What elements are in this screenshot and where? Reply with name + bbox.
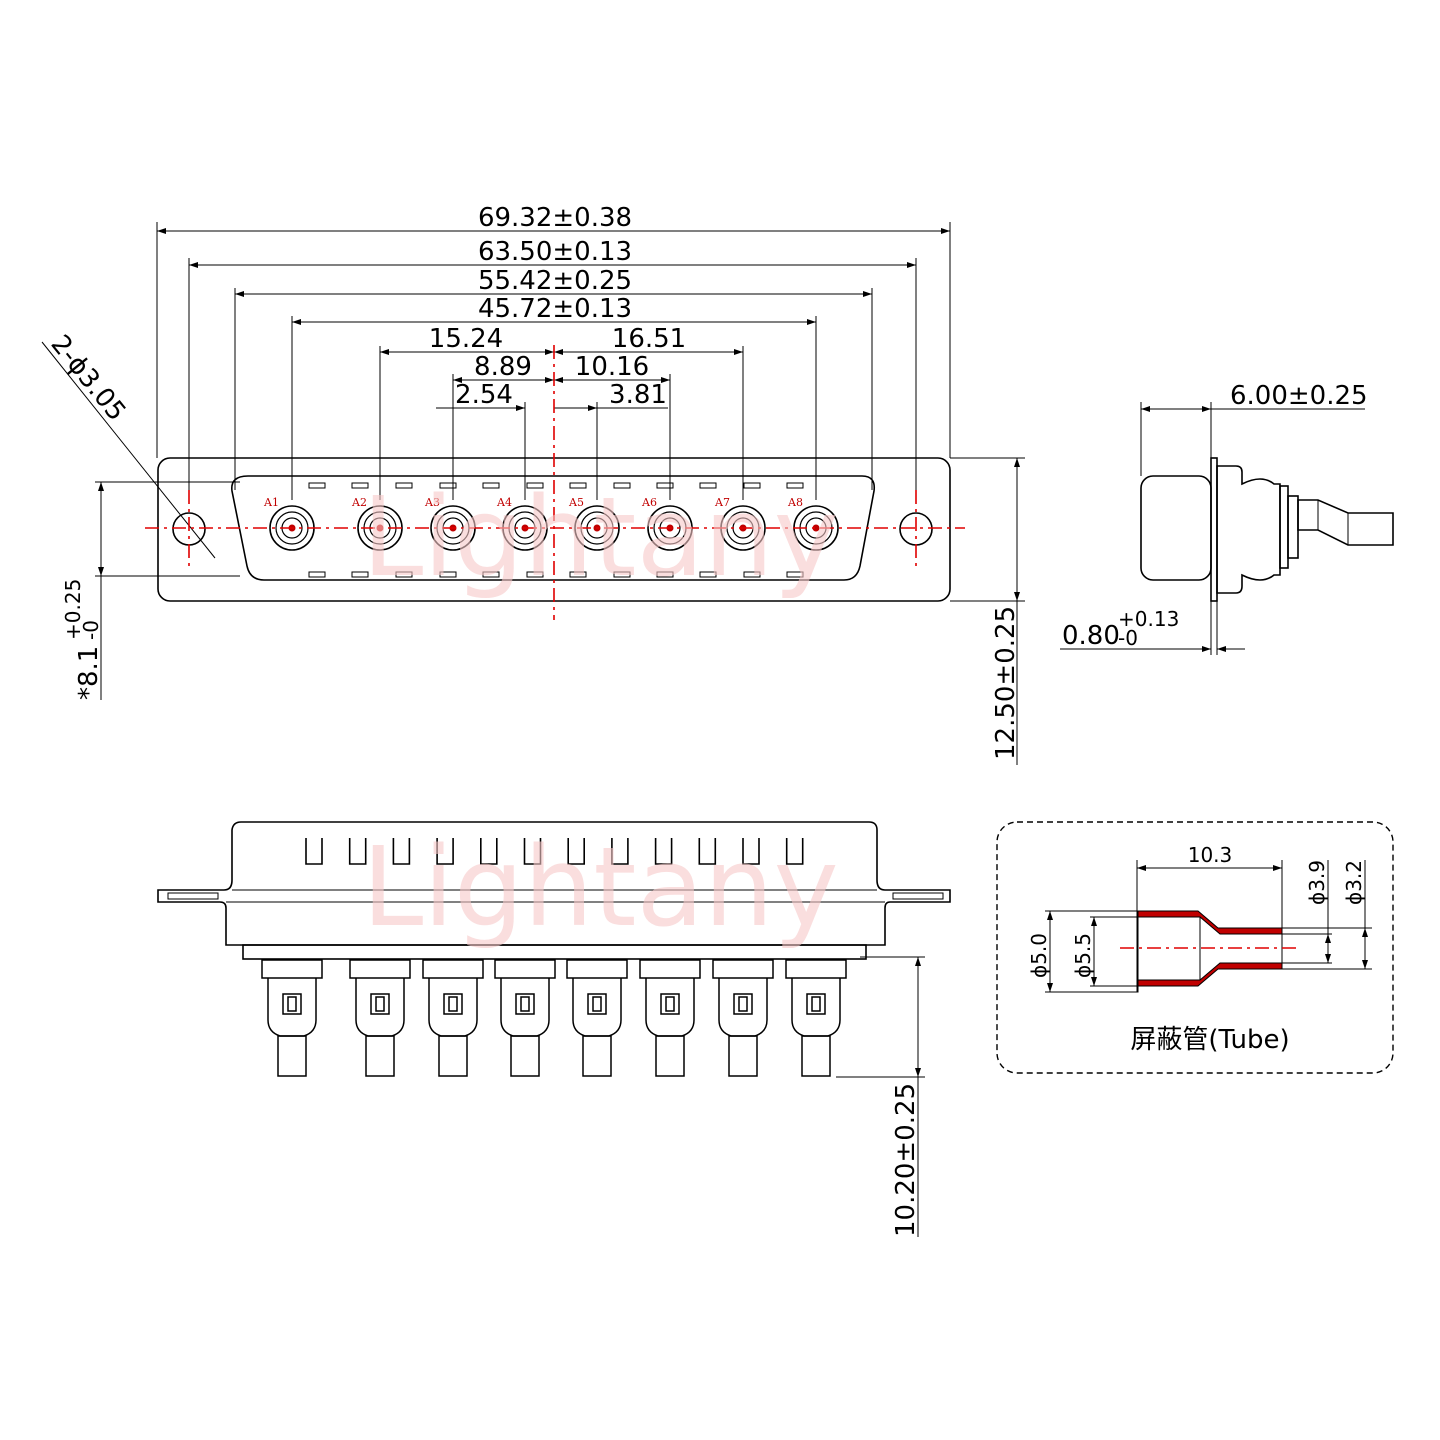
front-view: 69.32±0.38 63.50±0.13 55.42±0.25 45.72±0… xyxy=(41,203,1025,765)
side-shell xyxy=(1140,475,1212,581)
shell-slot xyxy=(305,838,323,865)
dim-pin-span: 45.72±0.13 xyxy=(478,294,632,324)
dim-height: 12.50±0.25 xyxy=(991,606,1021,760)
shell-slot xyxy=(348,838,367,865)
side-solder-cup xyxy=(1297,499,1394,546)
side-flange xyxy=(1210,457,1218,602)
bottom-pin xyxy=(566,959,628,1077)
shell-slot xyxy=(698,838,717,865)
bottom-pin xyxy=(494,959,556,1077)
tube-length: 10.3 xyxy=(1188,843,1233,867)
dim-holes: 2-ϕ3.05 xyxy=(45,330,132,427)
bottom-shell xyxy=(157,821,951,946)
shell-slot xyxy=(742,838,760,865)
pin-label: A2 xyxy=(351,496,367,509)
shell-slot xyxy=(567,838,585,865)
d-shell xyxy=(231,475,876,581)
tube-detail-frame xyxy=(996,821,1394,1074)
dim-left-mid: 8.89 xyxy=(474,352,532,382)
shell-slot xyxy=(523,838,542,865)
shell-slot xyxy=(785,838,804,865)
shell-slot xyxy=(611,838,629,865)
pin-contact: A8 xyxy=(787,496,839,551)
dim-left-inner: 2.54 xyxy=(455,380,513,410)
shell-slot xyxy=(480,838,498,865)
tube-d-outer-big: ϕ5.0 xyxy=(1027,933,1051,978)
side-insulator xyxy=(1216,465,1281,594)
dim-shell-height-tol-up: +0.25 xyxy=(61,579,85,640)
tube-d-inner-small: ϕ3.2 xyxy=(1342,860,1366,905)
shell-slot xyxy=(436,838,454,865)
dim-overall: 69.32±0.38 xyxy=(478,203,632,233)
tube-detail: 10.3 ϕ5.0 ϕ5.5 ϕ3.9 ϕ3.2 屏蔽管(Tube) xyxy=(996,821,1394,1074)
side-view: 6.00±0.25 0.80 +0.13 -0 xyxy=(1060,381,1394,655)
bottom-pin xyxy=(785,959,847,1077)
dim-shell-height: *8.1 xyxy=(74,646,104,700)
pin-label: A8 xyxy=(787,496,803,509)
bottom-pins xyxy=(261,959,847,1077)
pin-label: A4 xyxy=(496,496,512,509)
pin-label: A1 xyxy=(263,496,279,509)
dim-shell-height-tol-dn: -0 xyxy=(79,620,103,640)
dim-flange: 0.80 xyxy=(1062,621,1120,651)
dim-pin-length: 10.20±0.25 xyxy=(891,1083,921,1237)
tube-d-outer-small: ϕ3.9 xyxy=(1305,860,1329,905)
bottom-pin xyxy=(639,959,701,1077)
pin-contact: A1 xyxy=(263,496,315,551)
holes-leader xyxy=(41,341,216,559)
dim-left-outer: 15.24 xyxy=(429,324,503,354)
bottom-pin xyxy=(422,959,484,1077)
bottom-insulator xyxy=(242,944,867,960)
pin-label: A7 xyxy=(714,496,730,509)
dim-shell: 55.42±0.25 xyxy=(478,266,632,296)
dim-depth: 6.00±0.25 xyxy=(1230,381,1368,411)
shell-slot xyxy=(392,838,411,865)
bottom-pin xyxy=(349,959,411,1077)
shell-tabs xyxy=(308,482,804,578)
pin-label: A3 xyxy=(424,496,440,509)
shell-slot xyxy=(654,838,673,865)
dim-right-mid: 10.16 xyxy=(575,352,649,382)
watermark-top: Lightany xyxy=(362,473,839,601)
dim-right-inner: 3.81 xyxy=(609,380,667,410)
dim-flange-tol-dn: -0 xyxy=(1118,626,1138,650)
tube-caption: 屏蔽管(Tube) xyxy=(1130,1025,1289,1055)
dim-flange-tol-up: +0.13 xyxy=(1118,607,1179,631)
pin-label: A5 xyxy=(568,496,584,509)
tube-d-inner-big: ϕ5.5 xyxy=(1071,933,1095,978)
bottom-pin xyxy=(261,959,323,1077)
dim-right-outer: 16.51 xyxy=(612,324,686,354)
bottom-pin xyxy=(712,959,774,1077)
pin-label: A6 xyxy=(641,496,657,509)
watermark-bottom: Lightany xyxy=(362,823,839,951)
dim-mount: 63.50±0.13 xyxy=(478,237,632,267)
shell-slots xyxy=(305,838,804,865)
bottom-view: 10.20±0.25 xyxy=(157,821,951,1237)
